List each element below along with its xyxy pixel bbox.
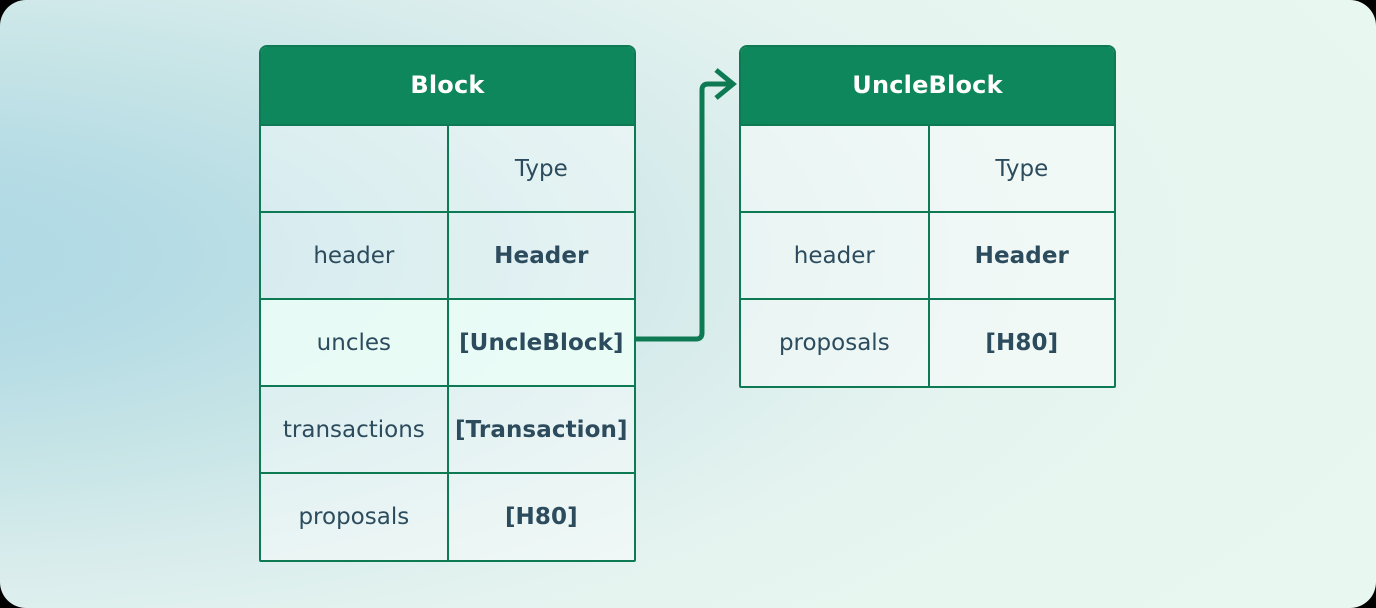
table-row[interactable]: header Header	[261, 211, 634, 299]
column-header-type: Type	[446, 124, 634, 212]
table-row[interactable]: proposals [H80]	[741, 298, 1114, 386]
connector-arrowhead-icon	[714, 68, 737, 100]
field-type: Header	[446, 211, 634, 299]
field-type: Header	[927, 211, 1114, 299]
column-header-type: Type	[927, 124, 1114, 212]
class-table-title-block: Block	[261, 47, 634, 124]
class-table-uncleblock[interactable]: UncleBlock Type header Header proposals …	[739, 45, 1116, 388]
field-type: [H80]	[927, 298, 1114, 386]
field-type: [UncleBlock]	[446, 298, 634, 386]
field-name: proposals	[261, 472, 448, 560]
field-type: [H80]	[446, 472, 634, 560]
table-row-highlighted[interactable]: uncles [UncleBlock]	[261, 298, 634, 386]
field-name: header	[261, 211, 448, 299]
column-header-name	[261, 124, 448, 212]
field-type: [Transaction]	[446, 385, 634, 473]
connector-line	[636, 81, 731, 342]
class-table-body-block: Type header Header uncles [UncleBlock] t…	[261, 124, 634, 560]
table-row[interactable]: header Header	[741, 211, 1114, 299]
class-table-title-uncleblock: UncleBlock	[741, 47, 1114, 124]
field-name: header	[741, 211, 929, 299]
class-table-block[interactable]: Block Type header Header uncles [UncleBl…	[259, 45, 636, 562]
class-table-body-uncleblock: Type header Header proposals [H80]	[741, 124, 1114, 386]
column-header-name	[741, 124, 929, 212]
table-row[interactable]: proposals [H80]	[261, 472, 634, 560]
field-name: transactions	[261, 385, 448, 473]
table-header-row: Type	[261, 124, 634, 212]
table-row[interactable]: transactions [Transaction]	[261, 385, 634, 473]
table-header-row: Type	[741, 124, 1114, 212]
field-name: proposals	[741, 298, 929, 386]
field-name: uncles	[261, 298, 448, 386]
